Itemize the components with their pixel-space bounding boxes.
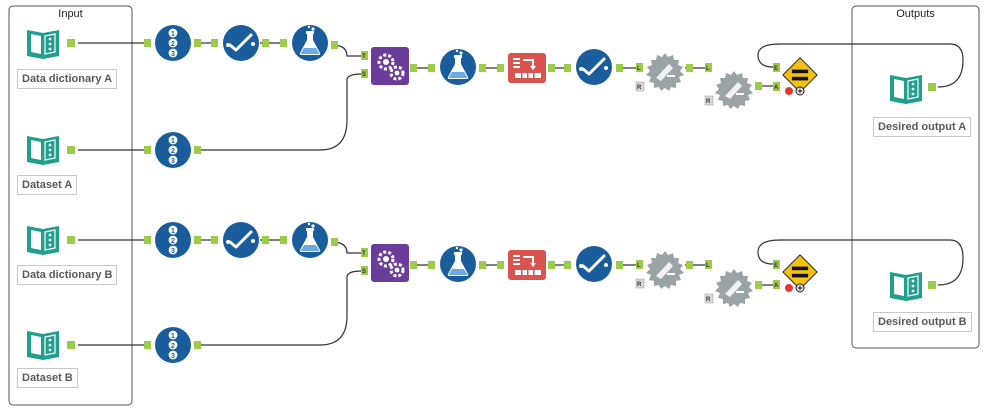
record-id-tool[interactable] xyxy=(155,25,191,61)
tool-annotation[interactable]: Data dictionary A xyxy=(17,69,118,89)
record-id-tool[interactable] xyxy=(155,132,191,168)
dynamic-rename-tool[interactable] xyxy=(370,243,410,283)
select-tool[interactable] xyxy=(221,220,261,260)
test-status-markers xyxy=(785,86,805,293)
output-data-tool[interactable] xyxy=(889,271,923,302)
tool-annotation[interactable]: Desired output B xyxy=(873,312,972,332)
output-data-tool[interactable] xyxy=(889,74,923,105)
anchor-r-label: R xyxy=(637,85,642,91)
error-icon xyxy=(785,87,793,95)
transpose-tool[interactable] xyxy=(507,249,547,281)
anchor-s-label: S xyxy=(362,269,366,275)
anchor-e-label: E xyxy=(774,263,778,269)
dynamic-rename-tool[interactable] xyxy=(370,46,410,86)
input-data-tool[interactable] xyxy=(26,29,60,60)
outputs-container[interactable] xyxy=(851,5,980,349)
anchor-letters: T S L L E A T S L L E A xyxy=(362,54,779,289)
formula-tool[interactable] xyxy=(440,49,476,85)
anchor-l-label: L xyxy=(706,263,710,269)
input-container-title: Input xyxy=(58,8,83,20)
anchor-r-label: R xyxy=(637,282,642,288)
record-id-tool[interactable] xyxy=(155,327,191,363)
anchor-a-label: A xyxy=(774,85,779,91)
transpose-tool[interactable] xyxy=(507,52,547,84)
input-data-tool[interactable] xyxy=(26,135,60,166)
input-data-tool[interactable] xyxy=(26,225,60,256)
anchor-t-label: T xyxy=(362,54,366,60)
anchor-e-label: E xyxy=(774,66,778,72)
join-tool[interactable] xyxy=(714,70,754,110)
tool-annotation[interactable]: Desired output A xyxy=(873,117,972,137)
unconnected-anchors[interactable] xyxy=(635,81,714,304)
connector-line xyxy=(198,73,363,151)
join-tool[interactable] xyxy=(714,268,754,308)
connections xyxy=(78,42,964,346)
anchor-l-label: L xyxy=(637,66,641,72)
anchor-l-label: L xyxy=(637,263,641,269)
anchor-r-label: R xyxy=(706,99,711,105)
connector-line xyxy=(757,239,964,286)
connector-line xyxy=(757,43,964,88)
anchor-r-label: R xyxy=(706,297,711,303)
anchor-l-label: L xyxy=(706,66,710,72)
select-tool[interactable] xyxy=(221,23,261,63)
select-tool[interactable] xyxy=(574,244,614,284)
anchor-a-label: A xyxy=(774,283,779,289)
tool-annotation[interactable]: Dataset A xyxy=(17,175,78,195)
anchor-s-label: S xyxy=(362,72,366,78)
connector-line xyxy=(198,270,363,346)
anchors[interactable] xyxy=(67,39,936,349)
record-id-tool[interactable] xyxy=(155,222,191,258)
formula-tool[interactable] xyxy=(292,25,328,61)
join-tool[interactable] xyxy=(645,52,685,92)
anchor-t-label: T xyxy=(362,251,366,257)
input-container[interactable] xyxy=(8,5,133,406)
tool-annotation[interactable]: Data dictionary B xyxy=(17,265,118,285)
tool-annotation[interactable]: Dataset B xyxy=(17,368,78,388)
formula-tool[interactable] xyxy=(292,222,328,258)
select-tool[interactable] xyxy=(574,47,614,87)
join-tool[interactable] xyxy=(645,250,685,290)
input-data-tool[interactable] xyxy=(26,330,60,361)
anchor-letters-r: R R R R xyxy=(637,85,711,303)
error-icon xyxy=(785,284,793,292)
outputs-container-title: Outputs xyxy=(896,8,935,20)
formula-tool[interactable] xyxy=(440,246,476,282)
